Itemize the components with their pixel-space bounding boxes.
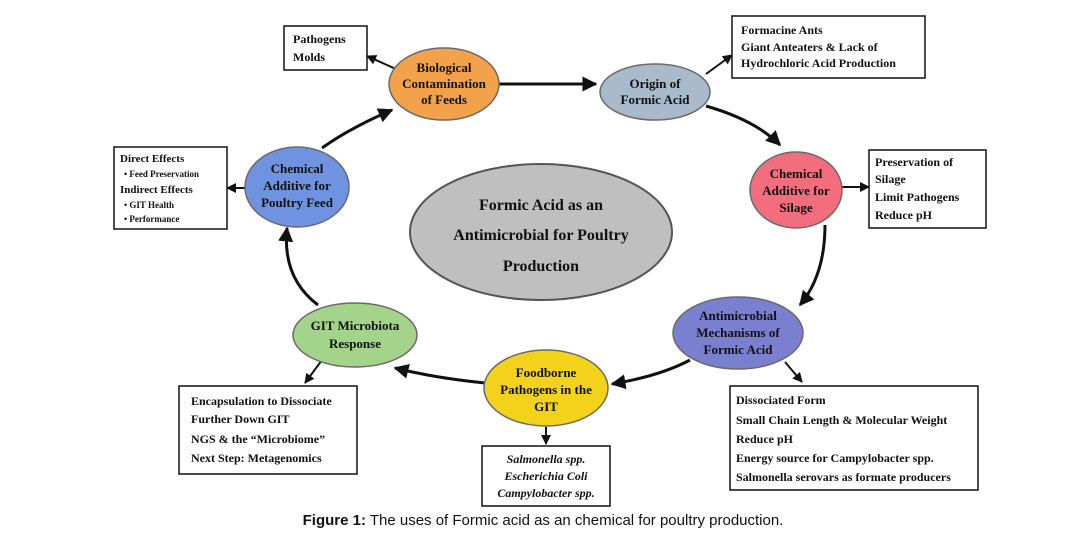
node-label-line: Antimicrobial xyxy=(699,308,777,323)
node-shape xyxy=(388,47,500,121)
box-line: Hydrochloric Acid Production xyxy=(741,56,896,70)
box-line: Next Step: Metagenomics xyxy=(191,451,322,465)
box-preservation-silage: Preservation of Silage Limit Pathogens R… xyxy=(868,149,987,229)
box-line: • Performance xyxy=(124,214,179,224)
box-line: NGS & the “Microbiome” xyxy=(191,432,325,446)
box-line: Molds xyxy=(293,50,325,64)
box-line: Escherichia Coli xyxy=(503,469,588,483)
box-line: Formacine Ants xyxy=(741,23,823,37)
arrow-foodborne-to-git xyxy=(393,363,486,385)
box-line: Indirect Effects xyxy=(120,184,194,196)
cycle-arrows xyxy=(278,76,827,390)
box-line: Encapsulation to Dissociate xyxy=(191,394,332,408)
box-line: • Feed Preservation xyxy=(124,169,199,179)
box-encapsulation: Encapsulation to Dissociate Further Down… xyxy=(178,385,358,475)
node-label-line: Response xyxy=(329,336,381,351)
box-line: Reduce pH xyxy=(736,432,794,446)
node-shape xyxy=(672,296,804,370)
arrow-git-to-poultry xyxy=(278,226,319,307)
caption-text: The uses of Formic acid as an chemical f… xyxy=(365,512,784,529)
box-line: Giant Anteaters & Lack of xyxy=(741,40,879,54)
node-label-line: Additive for xyxy=(263,178,331,193)
node-label-line: Biological xyxy=(417,60,472,75)
arrow-poultry-to-biological xyxy=(321,108,394,150)
box-direct-indirect-effects: Direct Effects • Feed Preservation Indir… xyxy=(113,146,228,230)
node-biological-contamination: Biological Contamination of Feeds xyxy=(388,47,500,121)
center-topic: Formic Acid as an Antimicrobial for Poul… xyxy=(409,163,673,301)
node-origin: Origin of Formic Acid xyxy=(599,63,711,121)
node-label-line: Additive for xyxy=(762,183,830,198)
box-line: Pathogens xyxy=(293,32,346,46)
connector-dissociated-form xyxy=(784,361,803,383)
node-chemical-additive-silage: Chemical Additive for Silage xyxy=(749,151,843,229)
caption-label: Figure 1: xyxy=(302,512,366,529)
node-label-line: Formic Acid xyxy=(621,92,691,107)
arrow-mechanisms-to-foodborne xyxy=(610,358,691,390)
node-label-line: Silage xyxy=(779,200,812,215)
box-line: Preservation of xyxy=(875,155,954,169)
node-foodborne-pathogens: Foodborne Pathogens in the GIT xyxy=(483,349,609,427)
box-line: Silage xyxy=(875,172,906,186)
node-label-line: Pathogens in the xyxy=(500,382,592,397)
node-label-line: Formic Acid xyxy=(704,342,774,357)
node-label-line: Chemical xyxy=(770,166,823,181)
box-line: • GIT Health xyxy=(124,200,174,210)
node-shape xyxy=(599,63,711,121)
node-label-line: Mechanisms of xyxy=(696,325,780,340)
box-pathogen-species: Salmonella spp. Escherichia Coli Campylo… xyxy=(481,445,611,507)
box-line: Salmonella serovars as formate producers xyxy=(736,470,951,484)
box-line: Dissociated Form xyxy=(736,393,826,407)
node-git-microbiota: GIT Microbiota Response xyxy=(292,302,418,368)
node-shape xyxy=(749,151,843,229)
connector-pathogens-molds xyxy=(366,55,399,71)
node-label-line: Chemical xyxy=(271,161,324,176)
figure-caption: Figure 1: The uses of Formic acid as an … xyxy=(0,512,1086,529)
node-label-line: of Feeds xyxy=(421,92,467,107)
box-line: Salmonella spp. xyxy=(507,452,586,466)
node-label-line: Foodborne xyxy=(516,365,577,380)
box-line: Direct Effects xyxy=(120,153,185,165)
box-line: Limit Pathogens xyxy=(875,190,960,204)
node-shape xyxy=(483,349,609,427)
box-line: Campylobacter spp. xyxy=(497,486,594,500)
box-pathogens-molds: Pathogens Molds xyxy=(283,25,368,71)
box-dissociated-form: Dissociated Form Small Chain Length & Mo… xyxy=(729,385,979,491)
box-line: Small Chain Length & Molecular Weight xyxy=(736,413,947,427)
arrow-silage-to-mechanisms xyxy=(798,224,827,307)
center-title-line-3: Production xyxy=(503,258,579,275)
node-label-line: Poultry Feed xyxy=(261,195,334,210)
node-shape xyxy=(292,302,418,368)
box-line: Reduce pH xyxy=(875,208,933,222)
center-title-line-1: Formic Acid as an xyxy=(479,197,603,214)
node-label-line: Origin of xyxy=(630,76,682,91)
box-line: Energy source for Campylobacter spp. xyxy=(736,451,934,465)
box-formacine-ants: Formacine Ants Giant Anteaters & Lack of… xyxy=(731,15,926,79)
node-label-line: GIT xyxy=(534,399,558,414)
node-label-line: Contamination xyxy=(402,76,487,91)
arrow-origin-to-silage xyxy=(705,104,782,147)
node-label-line: GIT Microbiota xyxy=(311,318,400,333)
center-title-line-2: Antimicrobial for Poultry xyxy=(453,227,628,244)
connector-formacine-ants xyxy=(705,54,733,75)
node-chemical-additive-poultry: Chemical Additive for Poultry Feed xyxy=(244,146,350,228)
node-shape xyxy=(244,146,350,228)
node-antimicrobial-mechanisms: Antimicrobial Mechanisms of Formic Acid xyxy=(672,296,804,370)
box-line: Further Down GIT xyxy=(191,412,289,426)
connector-encapsulation xyxy=(304,359,323,384)
